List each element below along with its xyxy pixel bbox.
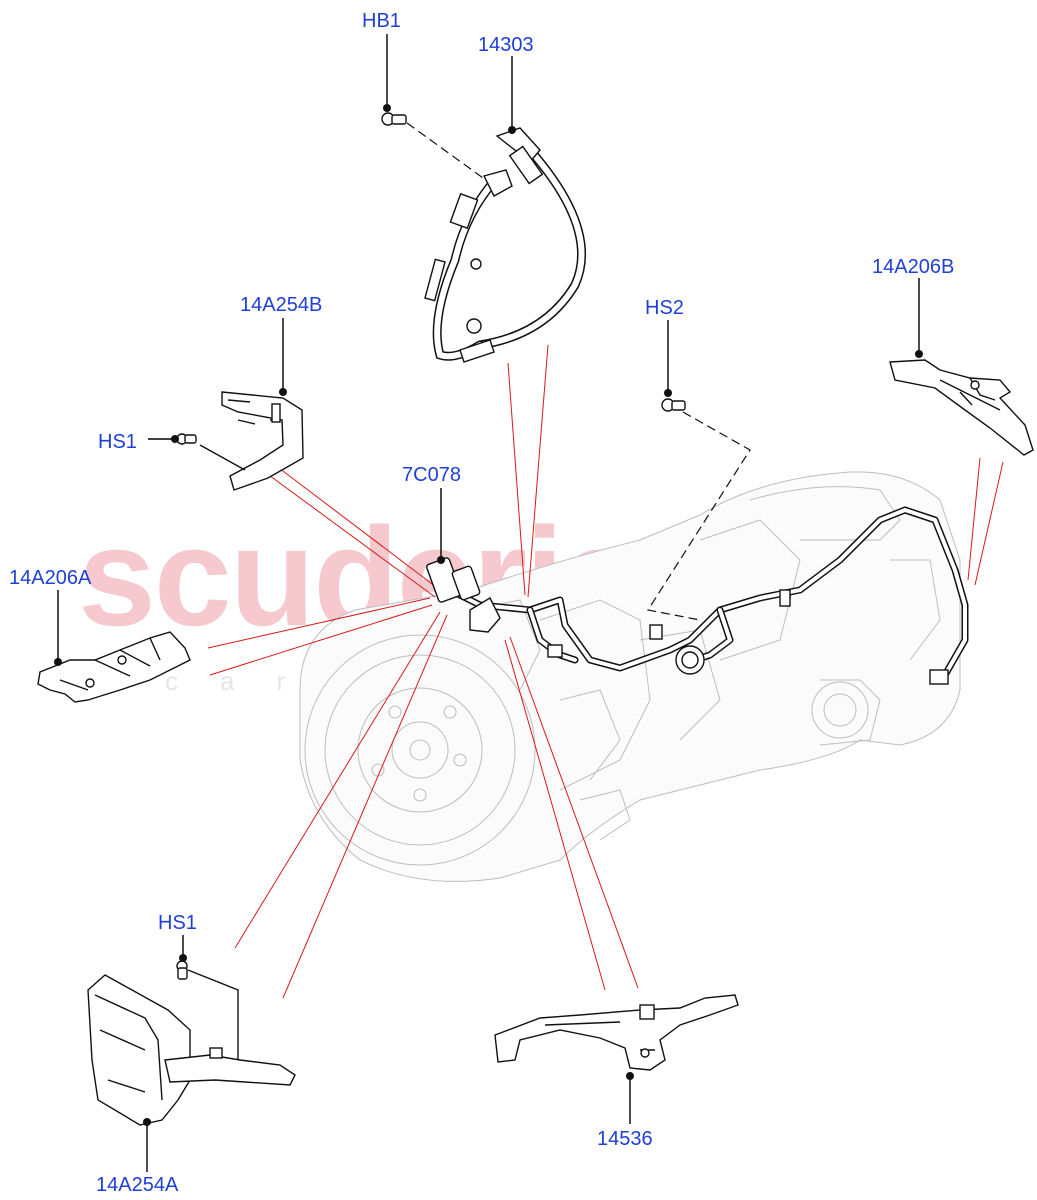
label-hs1-bottom: HS1 [158, 912, 197, 934]
label-hs1-top: HS1 [98, 431, 137, 453]
fasteners [176, 112, 686, 980]
screw-hs1-bottom [176, 960, 188, 980]
label-hs2: HS2 [645, 297, 684, 319]
bolt-hb1 [381, 112, 407, 126]
screw-hs2 [661, 398, 686, 412]
bracket-14a254b [199, 391, 304, 491]
callout-labels: HB1 14303 14A254B HS1 HS2 14A206B 7C078 … [9, 10, 954, 1196]
battery-cable-14303 [424, 127, 586, 363]
callout-leaders [54, 34, 923, 1172]
label-7c078: 7C078 [402, 464, 461, 486]
bracket-14a206a [37, 631, 191, 703]
label-hb1: HB1 [362, 10, 401, 32]
assembly-dash-lines [406, 122, 751, 621]
bracket-14a206b [889, 359, 1034, 456]
screw-hs1-top [176, 433, 197, 445]
bracket-14a254a [87, 969, 296, 1126]
label-14303: 14303 [478, 34, 534, 56]
reference-lines [207, 344, 1004, 999]
label-14a206b: 14A206B [872, 256, 954, 278]
label-14536: 14536 [597, 1128, 653, 1150]
label-14a254b: 14A254B [240, 294, 322, 316]
bracket-14536 [494, 994, 739, 1071]
label-14a254a: 14A254A [96, 1174, 179, 1196]
label-14a206a: 14A206A [9, 567, 92, 589]
wiring-harness [426, 506, 969, 685]
